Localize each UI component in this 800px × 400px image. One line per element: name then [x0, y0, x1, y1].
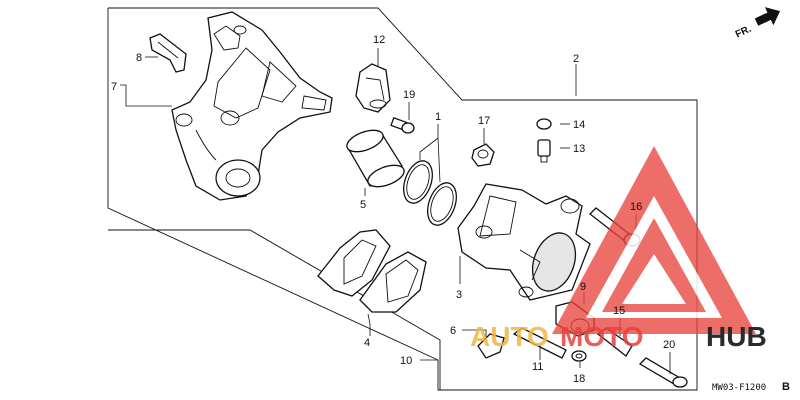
- callout-11: 11: [532, 361, 543, 373]
- callout-9: 9: [580, 281, 586, 293]
- caliper-bracket: [171, 11, 333, 201]
- callout-7: 7: [111, 81, 117, 93]
- callout-5: 5: [360, 199, 366, 211]
- bolt-small: [390, 117, 415, 134]
- callout-15: 15: [613, 305, 625, 317]
- callout-8: 8: [136, 52, 142, 64]
- front-direction-indicator: FR.: [734, 7, 781, 41]
- callout-13: 13: [573, 143, 585, 155]
- pad-pin: [512, 327, 567, 359]
- pad-retainer: [477, 333, 505, 359]
- pad-spring-clip: [149, 33, 187, 73]
- caliper-piston: [346, 129, 405, 188]
- callout-20: 20: [663, 339, 675, 351]
- caliper-body: [457, 183, 591, 301]
- callout-6: 6: [450, 325, 456, 337]
- pin-boot: [355, 63, 391, 113]
- watermark-logo: [552, 146, 756, 334]
- watermark-text-hub: HUB: [706, 321, 767, 352]
- callout-19: 19: [403, 89, 415, 101]
- callout-12: 12: [373, 34, 385, 46]
- callout-10: 10: [400, 355, 412, 367]
- watermark-text: AUTO MOTO HUB: [470, 321, 767, 352]
- callout-2: 2: [573, 53, 579, 65]
- diagram-code-text: MW03-F1200: [712, 383, 766, 393]
- watermark-text-moto: MOTO: [560, 321, 643, 352]
- bleeder-cap: [471, 143, 495, 167]
- callout-17: 17: [478, 115, 490, 127]
- callout-4: 4: [364, 337, 370, 349]
- callout-18: 18: [573, 373, 585, 385]
- direction-label: FR.: [734, 24, 753, 41]
- brake-pad-set: [317, 229, 427, 313]
- nut: [571, 350, 587, 362]
- direction-arrow-icon: [754, 7, 781, 26]
- piston-seal-set: [403, 160, 457, 226]
- diagram-code: MW03-F1200 B: [712, 381, 790, 393]
- long-bolt: [638, 357, 688, 388]
- callout-labels: 7 8 12 19 1 17 2 14 13 5 16 3 9 15 4 6 1…: [111, 34, 675, 385]
- watermark-text-auto: AUTO: [470, 321, 549, 352]
- callout-1: 1: [435, 111, 441, 123]
- caliper-assembly-frame: [107, 7, 698, 391]
- bleed-valve: [536, 118, 552, 163]
- diagram-code-suffix: B: [782, 381, 790, 393]
- leader-lines: [120, 48, 671, 374]
- callout-14: 14: [573, 119, 585, 131]
- callout-3: 3: [456, 289, 462, 301]
- callout-16: 16: [630, 201, 642, 213]
